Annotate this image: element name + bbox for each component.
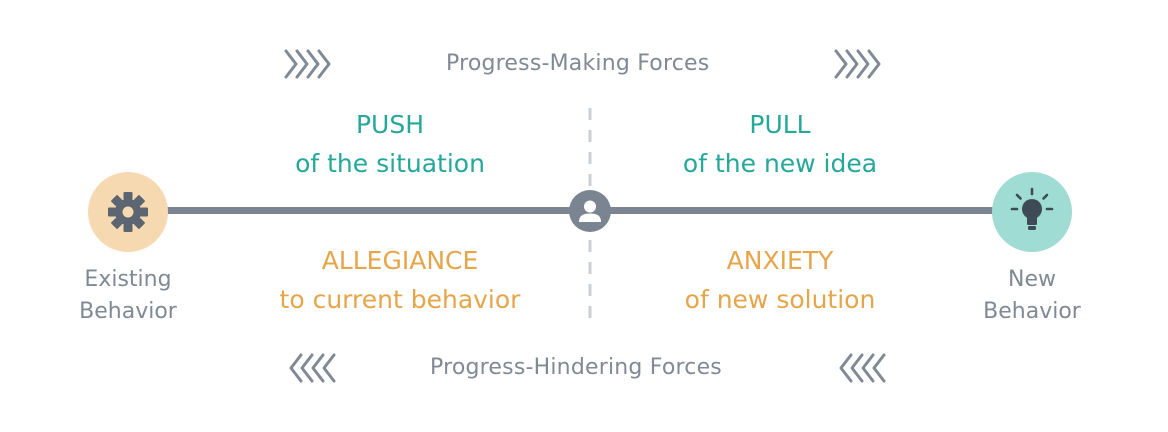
new-behavior-line2: Behavior (983, 299, 1081, 324)
push-subtitle: of the situation (295, 149, 485, 178)
existing-behavior-line2: Behavior (79, 299, 177, 324)
pull-subtitle: of the new idea (682, 149, 878, 178)
bottom-left-chevrons-icon (289, 353, 336, 383)
existing-behavior-line1: Existing (84, 267, 172, 292)
progress-hindering-forces-label: Progress-Hindering Forces (430, 355, 722, 380)
top-left-chevrons-icon (284, 49, 331, 79)
anxiety-title: ANXIETY (726, 246, 834, 275)
pull-title: PULL (749, 110, 811, 139)
center-person-node (569, 190, 611, 232)
lightbulb-icon (1010, 187, 1054, 230)
gear-icon (108, 192, 148, 232)
new-behavior-node (992, 172, 1072, 252)
existing-behavior-label: Existing Behavior (48, 264, 208, 328)
allegiance-title: ALLEGIANCE (321, 246, 479, 275)
top-right-chevrons-icon (834, 49, 881, 79)
allegiance-subtitle: to current behavior (279, 285, 521, 314)
anxiety-subtitle: of new solution (684, 285, 876, 314)
existing-behavior-node (88, 172, 168, 252)
progress-making-forces-label: Progress-Making Forces (446, 51, 710, 76)
center-dashed-divider (588, 108, 592, 324)
new-behavior-line1: New (1008, 267, 1056, 292)
new-behavior-label: New Behavior (952, 264, 1112, 328)
user-icon (579, 200, 601, 222)
bottom-right-chevrons-icon (839, 353, 886, 383)
push-title: PUSH (355, 110, 425, 139)
